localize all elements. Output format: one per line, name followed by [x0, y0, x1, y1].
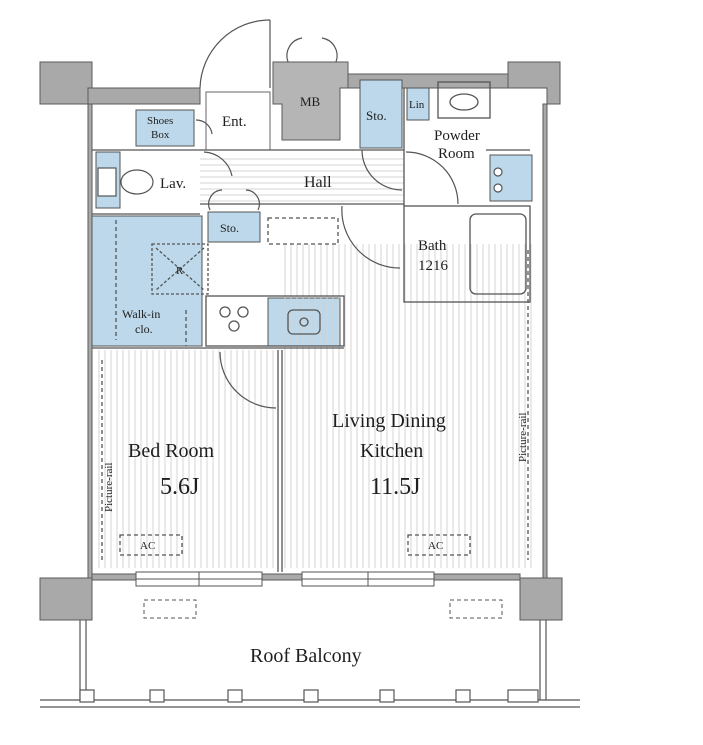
label-linen: Lin — [409, 99, 425, 111]
label-ldk-1: Living Dining — [332, 410, 446, 432]
label-refrigerator: R — [176, 265, 184, 277]
label-storage-mid: Sto. — [220, 221, 239, 235]
label-shoes-box-2: Box — [151, 129, 170, 141]
windows — [135, 571, 503, 619]
label-ac-right: AC — [428, 540, 443, 552]
label-ldk-2: Kitchen — [360, 440, 423, 462]
label-bed-room: Bed Room — [128, 440, 215, 462]
interior-walls — [92, 81, 531, 572]
label-walk-in-2: clo. — [135, 322, 153, 336]
label-powder-room-1: Powder — [434, 128, 480, 144]
floors — [98, 91, 532, 568]
label-roof-balcony: Roof Balcony — [250, 645, 362, 667]
label-bath-1: Bath — [418, 238, 447, 254]
room-labels: Ent. MB Sto. Lin Powder Room Shoes Box L… — [103, 94, 529, 667]
balcony — [40, 620, 580, 708]
toilet-icon — [120, 169, 154, 195]
label-picture-rail-left: Picture-rail — [103, 463, 115, 512]
storage-mid-area — [207, 211, 261, 243]
walk-in-closet-area — [91, 215, 203, 347]
bedroom-floor — [98, 350, 276, 568]
label-lavatory: Lav. — [160, 176, 186, 192]
label-bath-2: 1216 — [418, 258, 449, 274]
fixtures — [97, 167, 503, 197]
label-shoes-box-1: Shoes — [147, 115, 173, 127]
label-entrance: Ent. — [222, 114, 247, 130]
label-powder-room-2: Room — [438, 146, 475, 162]
storage-top-area — [359, 79, 403, 149]
doors — [195, 19, 459, 409]
entrance-floor — [205, 91, 271, 151]
shoes-box-area — [135, 109, 195, 147]
label-ldk-size: 11.5J — [370, 474, 420, 500]
wet-areas — [91, 79, 533, 347]
label-storage-top: Sto. — [366, 108, 387, 123]
label-hall: Hall — [304, 174, 332, 191]
ldk-floor — [282, 244, 532, 568]
label-walk-in-1: Walk-in — [122, 307, 160, 321]
powder-vanity-area — [489, 154, 533, 202]
label-picture-rail-right: Picture-rail — [517, 413, 529, 462]
hall-floor — [200, 156, 404, 202]
label-ac-left: AC — [140, 540, 155, 552]
label-mb: MB — [300, 94, 321, 109]
label-bed-room-size: 5.6J — [160, 474, 199, 500]
linen-area — [406, 87, 430, 121]
